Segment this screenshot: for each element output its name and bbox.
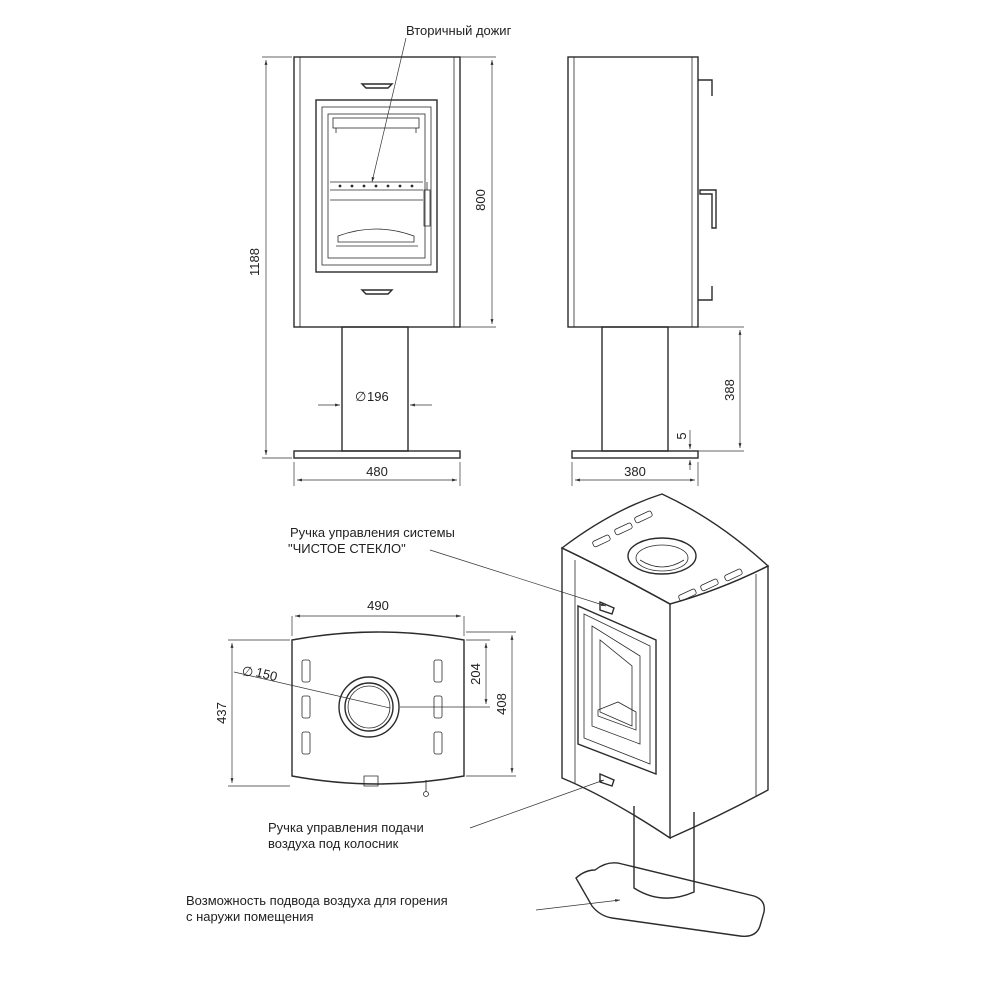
dim-total-height: 1188 xyxy=(247,248,262,276)
iso-top-slots xyxy=(592,510,743,602)
side-view xyxy=(567,56,717,459)
flue-outer xyxy=(338,676,400,738)
dim-diameter-symbol: ∅ xyxy=(355,389,366,404)
dim-top-width: 490 xyxy=(367,598,389,613)
bottom-lever xyxy=(360,289,394,295)
side-body xyxy=(567,56,699,328)
top-lever-front xyxy=(363,775,379,787)
dim-base-thickness: 5 xyxy=(674,432,689,439)
iso-bottom-lever xyxy=(599,772,615,787)
iso-side-face xyxy=(669,564,769,839)
side-base xyxy=(571,450,699,459)
front-door xyxy=(315,99,438,273)
top-outline xyxy=(291,631,465,785)
label-secondary-burn: Вторичный дожиг xyxy=(406,23,512,38)
top-slots-left xyxy=(301,659,311,755)
dim-base-width-side: 380 xyxy=(624,464,646,479)
dim-flue-diameter-symbol: ∅ xyxy=(242,664,253,679)
label-outside-air-2: с наружи помещения xyxy=(186,909,314,924)
dim-flue-offset: 204 xyxy=(468,663,483,685)
iso-pedestal xyxy=(633,806,695,899)
iso-top-face xyxy=(560,493,770,605)
label-clean-glass-2: "ЧИСТОЕ СТЕКЛО" xyxy=(288,541,406,556)
dimensions xyxy=(228,56,744,787)
dim-top-depth-outer: 408 xyxy=(494,693,509,715)
iso-top-lever xyxy=(599,600,615,615)
front-view xyxy=(293,56,461,459)
isometric-view xyxy=(560,493,770,937)
front-base xyxy=(293,450,461,459)
iso-base xyxy=(575,862,765,937)
top-view xyxy=(291,631,465,797)
top-lever xyxy=(360,83,394,89)
secondary-air-holes xyxy=(338,184,414,188)
side-handle xyxy=(699,189,717,229)
side-pedestal xyxy=(601,326,669,452)
dim-pedestal-height: 388 xyxy=(722,379,737,401)
front-body xyxy=(293,56,461,328)
label-outside-air-1: Возможность подвода воздуха для горения xyxy=(186,893,448,908)
dim-flue-diameter: 150 xyxy=(254,664,279,684)
label-air-supply-2: воздуха под колосник xyxy=(268,836,399,851)
iso-flue xyxy=(627,537,697,575)
dim-base-width-front: 480 xyxy=(366,464,388,479)
dim-pipe-diameter: 196 xyxy=(367,389,389,404)
iso-door xyxy=(577,604,657,776)
label-air-supply-1: Ручка управления подачи xyxy=(268,820,424,835)
leaders xyxy=(371,37,621,911)
dim-body-height: 800 xyxy=(473,189,488,211)
dim-top-depth: 437 xyxy=(214,702,229,724)
label-clean-glass-1: Ручка управления системы xyxy=(290,525,455,540)
